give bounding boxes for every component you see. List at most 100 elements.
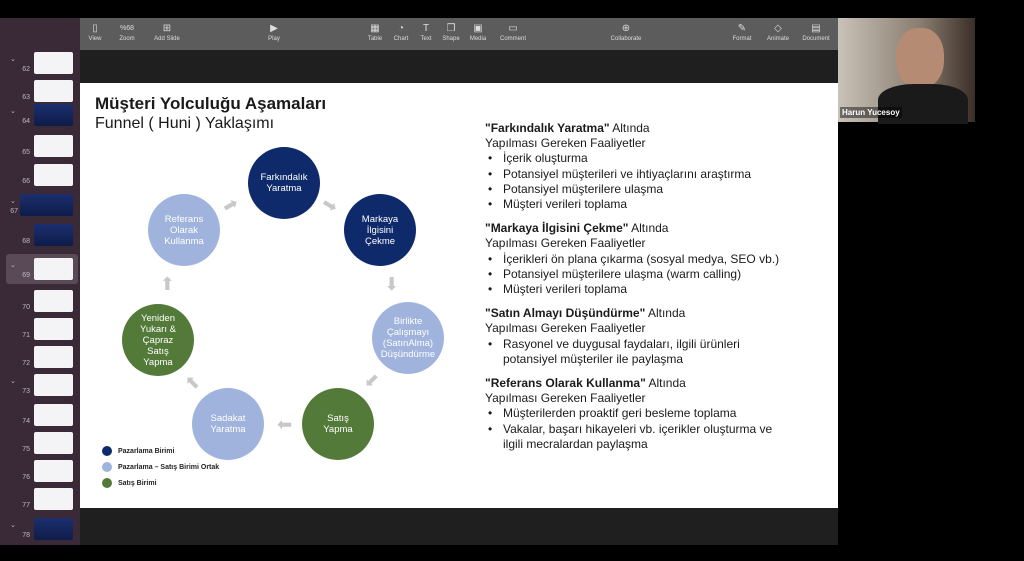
slide-thumbnail-72[interactable] <box>34 346 73 368</box>
section-heading: "Satın Almayı Düşündürme" Altında <box>485 306 779 321</box>
slide-thumbnail-64[interactable] <box>34 104 73 126</box>
section-subtitle: Yapılması Gereken Faaliyetler <box>485 391 646 406</box>
slide-number: 65 <box>22 149 30 156</box>
slide-thumbnail-67[interactable] <box>20 194 73 216</box>
slide-thumbnail-66[interactable] <box>34 164 73 186</box>
slide-thumbnail-70[interactable] <box>34 290 73 312</box>
slide-thumbnail-77[interactable] <box>34 488 73 510</box>
slide-number: 73 <box>22 388 30 395</box>
legend-dot <box>102 446 112 456</box>
toolbar-label: Format <box>732 36 752 42</box>
slide-thumbnail-63[interactable] <box>34 80 73 102</box>
stage-circle: Satış Yapma <box>302 388 374 460</box>
chart-icon: ◔ <box>397 23 405 34</box>
bullet-item: Rasyonel ve duygusal faydaları, ilgili ü… <box>485 337 775 367</box>
participant-video[interactable]: Harun Yucesoy <box>838 18 975 124</box>
slide-thumbnail-69[interactable] <box>34 258 73 280</box>
toolbar-document-button[interactable]: ▤Document <box>796 22 836 42</box>
arrow-icon: ➡ <box>277 415 293 435</box>
chevron-down-icon[interactable]: ⌄ <box>10 378 16 385</box>
bullet-item: Potansiyel müşterilere ulaşma <box>485 182 779 197</box>
plus-icon: ⊞ <box>162 23 172 34</box>
toolbar-chart-button[interactable]: ◔ Chart <box>381 22 421 42</box>
document-icon: ▤ <box>811 23 821 34</box>
slide-number: 70 <box>22 304 30 311</box>
chevron-down-icon[interactable]: ⌄ <box>10 522 16 529</box>
legend-item: Satış Birimi <box>102 478 157 488</box>
section-suffix: Altında <box>645 306 686 321</box>
chevron-down-icon[interactable]: ⌄ <box>10 56 16 63</box>
table-icon: ▦ <box>370 23 380 34</box>
legend-label: Pazarlama Birimi <box>118 447 175 455</box>
toolbar-label: Chart <box>393 36 409 42</box>
media-icon: ▣ <box>473 23 483 34</box>
legend-item: Pazarlama – Satış Birimi Ortak <box>102 462 219 472</box>
slide-thumbnail-74[interactable] <box>34 404 73 426</box>
arrow-icon: ➡ <box>382 275 403 292</box>
chevron-down-icon[interactable]: ⌄ <box>10 262 16 269</box>
arrow-icon: ➡ <box>157 275 178 292</box>
stage-circle: Referans Olarak Kullanma <box>148 194 220 266</box>
bullet-item: İçerik oluşturma <box>485 151 779 166</box>
bullet-list: İçerik oluşturmaPotansiyel müşterileri v… <box>485 151 779 212</box>
slide-number: 66 <box>22 178 30 185</box>
toolbar-label: Animate <box>766 36 789 42</box>
animate-icon: ◇ <box>774 23 782 34</box>
toolbar-animate-button[interactable]: ◇ Animate <box>758 22 798 42</box>
toolbar-comment-button[interactable]: ▭Comment <box>493 22 533 42</box>
toolbar-shape-button[interactable]: ❐Shape <box>431 22 471 42</box>
toolbar-table-button[interactable]: ▦Table <box>355 22 395 42</box>
slide-number: 67 <box>10 208 18 215</box>
slide-thumbnail-65[interactable] <box>34 135 73 157</box>
toolbar-collaborate-button[interactable]: ⊕Collaborate <box>606 22 646 42</box>
format-icon: ✎ <box>737 23 747 34</box>
slide-thumbnail-78[interactable] <box>34 518 73 540</box>
toolbar-media-button[interactable]: ▣ Media <box>458 22 498 42</box>
slide-thumbnail-68[interactable] <box>34 224 73 246</box>
stage-circle: Farkındalık Yaratma <box>248 147 320 219</box>
legend-dot <box>102 462 112 472</box>
section-title: "Satın Almayı Düşündürme" <box>485 306 646 321</box>
slide-number: 71 <box>22 332 30 339</box>
legend-item: Pazarlama Birimi <box>102 446 174 456</box>
bullet-item: Müşteri verileri toplama <box>485 197 779 212</box>
slide-number: 76 <box>22 474 30 481</box>
section-subtitle: Yapılması Gereken Faaliyetler <box>485 136 646 151</box>
chevron-down-icon[interactable]: ⌄ <box>10 198 16 205</box>
bullet-item: İçerikleri ön plana çıkarma (sosyal medy… <box>485 252 779 267</box>
slide-number: 64 <box>22 118 30 125</box>
bullet-list: İçerikleri ön plana çıkarma (sosyal medy… <box>485 252 779 298</box>
slide-number: 74 <box>22 418 30 425</box>
chevron-down-icon[interactable]: ⌄ <box>10 108 16 115</box>
slide-thumbnail-76[interactable] <box>34 460 73 482</box>
toolbar-format-button[interactable]: ✎ Format <box>722 22 762 42</box>
slide-thumbnail-71[interactable] <box>34 318 73 340</box>
slide-thumbnail-62[interactable] <box>34 52 73 74</box>
slide-thumbnail-75[interactable] <box>34 432 73 454</box>
toolbar-view-button[interactable]: ▯View <box>75 22 115 42</box>
slide-number: 62 <box>22 66 30 73</box>
stage-circle: Yeniden Yukarı & Çapraz Satış Yapma <box>122 304 194 376</box>
section-suffix: Altında <box>628 221 669 236</box>
slide-title: Müşteri Yolculuğu Aşamaları <box>95 94 327 113</box>
text-icon: T <box>422 23 430 34</box>
section-suffix: Altında <box>645 376 686 391</box>
slide-number: 78 <box>22 532 30 539</box>
toolbar-add-slide-button[interactable]: ⊞Add Slide <box>147 22 187 42</box>
stage-circle: Markaya İlgisini Çekme <box>344 194 416 266</box>
bullet-list: Müşterilerden proaktif geri besleme topl… <box>485 406 775 452</box>
toolbar-play-button[interactable]: ▶Play <box>254 22 294 42</box>
toolbar-label: Media <box>469 36 487 42</box>
slide-number: 69 <box>22 272 30 279</box>
slide-number: 72 <box>22 360 30 367</box>
stage-circle: Sadakat Yaratma <box>192 388 264 460</box>
legend-label: Pazarlama – Satış Birimi Ortak <box>118 463 220 471</box>
slide-thumbnail-73[interactable] <box>34 374 73 396</box>
section-heading: "Markaya İlgisini Çekme" Altında <box>485 221 779 236</box>
bullet-list: Rasyonel ve duygusal faydaları, ilgili ü… <box>485 337 775 367</box>
